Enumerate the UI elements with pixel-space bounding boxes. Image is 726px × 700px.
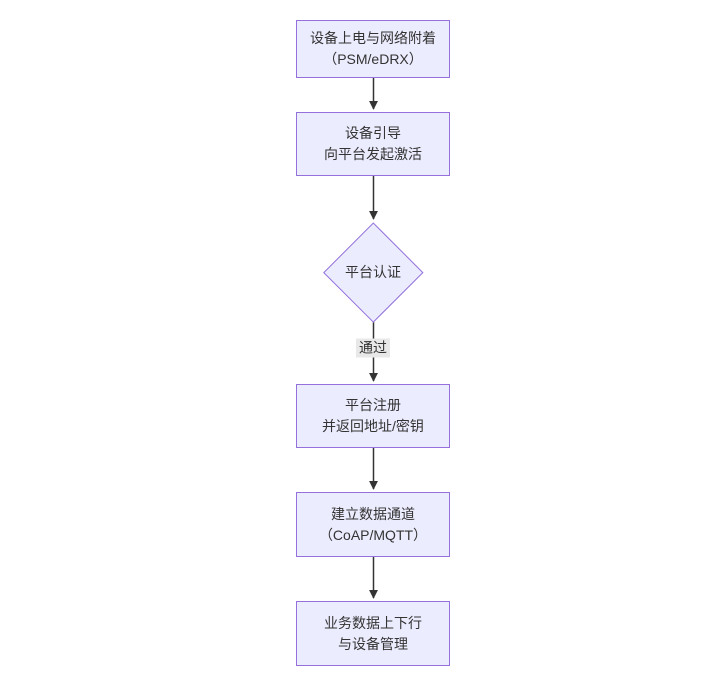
node-text-line: 平台注册: [345, 397, 401, 413]
node-text-line: 平台认证: [345, 264, 401, 280]
node-device-bootstrap: 设备引导 向平台发起激活: [296, 112, 450, 176]
node-platform-register: 平台注册 并返回地址/密钥: [296, 384, 450, 448]
node-power-network-attach: 设备上电与网络附着 （PSM/eDRX）: [296, 20, 450, 78]
node-data-channel: 建立数据通道 （CoAP/MQTT）: [296, 492, 450, 557]
node-business-data: 业务数据上下行 与设备管理: [296, 601, 450, 666]
node-text-line: 向平台发起激活: [324, 146, 422, 162]
decision-platform-auth: 平台认证: [323, 222, 423, 322]
node-text-line: 设备上电与网络附着: [310, 30, 436, 46]
node-text-line: 设备引导: [345, 125, 401, 141]
node-text-line: （CoAP/MQTT）: [318, 526, 428, 543]
edge-label-pass: 通过: [356, 338, 390, 358]
node-text-line: 业务数据上下行: [324, 614, 422, 631]
node-text-line: 建立数据通道: [331, 505, 415, 522]
node-text-line: 并返回地址/密钥: [322, 418, 424, 434]
node-text-line: 与设备管理: [338, 635, 408, 652]
node-text-line: （PSM/eDRX）: [323, 51, 423, 67]
